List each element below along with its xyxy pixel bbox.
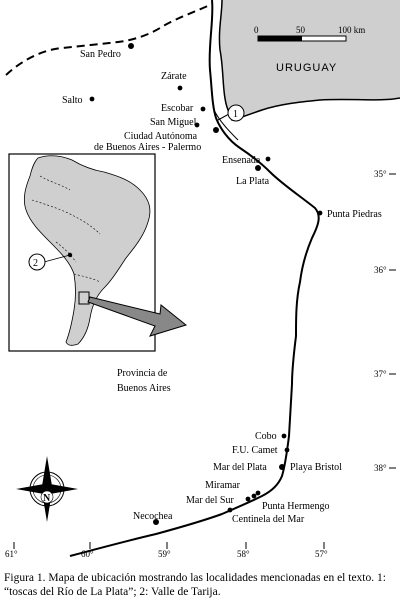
marker-1: 1 [217,104,245,122]
city-ciudad-autonoma: Ciudad Autónoma [124,131,198,142]
city-playa-bristol: Playa Bristol [290,462,342,473]
uruguay-area [219,0,400,120]
dot-punta-hermengo [251,493,257,499]
dot-cobo [281,433,287,439]
dot-la-plata [255,165,261,171]
city-centinela-del-mar: Centinela del Mar [232,514,305,525]
marker-1-label: 1 [233,109,238,120]
marker-2-label: 2 [33,258,38,269]
inset-borders [31,175,101,283]
city-buenos-aires-palermo: de Buenos Aires - Palermo [94,142,201,153]
dot-san-miguel [194,122,200,128]
scale-tick-0: 0 [254,25,259,35]
dot-ensenada [265,156,271,162]
dot-mar-del-sur [245,496,251,502]
lon-58: 58° [237,549,250,559]
dot-mar-del-plata [279,464,285,470]
dot-salto [89,96,95,102]
city-la-plata: La Plata [236,176,270,187]
city-punta-hermengo: Punta Hermengo [262,501,330,512]
city-labels: San Pedro Zárate Salto Escobar San Migue… [62,49,382,525]
south-america-shape [23,155,151,346]
longitude-labels: 61° 60° 59° 58° 57° [5,542,328,559]
dot-punta-piedras [317,210,323,216]
scale-tick-100: 100 km [338,25,365,35]
inset-arrow [87,296,188,337]
city-mar-del-plata: Mar del Plata [213,462,267,473]
dot-buenos-aires [213,127,219,133]
city-fu-camet: F.U. Camet [232,445,278,456]
province-boundary [5,3,213,76]
city-cobo: Cobo [255,431,277,442]
province-label-line2: Buenos Aires [117,383,171,394]
lon-61: 61° [5,549,18,559]
city-miramar: Miramar [205,480,241,491]
compass-rose: N [16,456,78,522]
dot-escobar [200,106,206,112]
city-san-pedro: San Pedro [80,49,121,60]
city-necochea: Necochea [133,511,173,522]
dot-san-pedro [128,43,134,49]
dot-necochea [153,519,159,525]
lon-57: 57° [315,549,328,559]
city-zarate: Zárate [161,71,187,82]
dot-centinela [227,507,233,513]
uruguay-label: URUGUAY [276,62,337,74]
inset-map: 2 [8,153,156,352]
dot-zarate [177,85,183,91]
city-salto: Salto [62,95,83,106]
city-escobar: Escobar [161,103,194,114]
dot-miramar [255,490,261,496]
city-dots [89,43,323,525]
lat-37: 37° [374,369,387,379]
city-mar-del-sur: Mar del Sur [186,495,234,506]
lat-36: 36° [374,265,387,275]
city-san-miguel: San Miguel [150,117,197,128]
figure-caption: Figura 1. Mapa de ubicación mostrando la… [4,572,386,598]
rio-de-la-plata-north-shore [218,0,400,121]
city-ensenada: Ensenada [222,155,261,166]
lon-59: 59° [158,549,171,559]
lat-38: 38° [374,463,387,473]
lon-60: 60° [81,549,94,559]
lat-35: 35° [374,169,387,179]
latitude-labels: 35° 36° 37° 38° [374,169,396,473]
river-shore-inner [213,109,239,141]
dot-fu-camet [284,447,290,453]
province-label-line1: Provincia de [117,368,168,379]
compass-north-label: N [43,493,51,504]
city-punta-piedras: Punta Piedras [327,209,382,220]
location-map: 0 50 100 km URUGUAY 1 San Pedro Zárate S… [5,0,400,559]
scale-tick-50: 50 [296,25,306,35]
scale-bar: 0 50 100 km [254,25,365,42]
